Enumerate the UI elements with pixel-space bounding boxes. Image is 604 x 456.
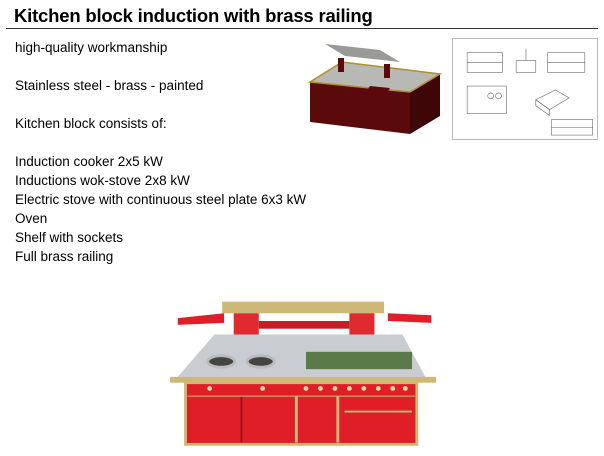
list-item: Induction cooker 2x5 kW (15, 154, 163, 169)
feature-line: high-quality workmanship (15, 40, 168, 55)
technical-drawing-image (452, 38, 598, 140)
consists-heading: Kitchen block consists of: (15, 116, 167, 131)
title-divider (6, 28, 598, 29)
material-line: Stainless steel - brass - painted (15, 78, 204, 93)
list-item: Inductions wok-stove 2x8 kW (15, 173, 190, 188)
3d-render-image (307, 44, 443, 134)
list-item: Electric stove with continuous steel pla… (15, 192, 307, 207)
list-item: Oven (15, 211, 48, 226)
list-item: Full brass railing (15, 249, 114, 264)
kitchen-block-photo (170, 301, 437, 446)
list-item: Shelf with sockets (15, 230, 124, 245)
page-title: Kitchen block induction with brass raili… (14, 5, 373, 26)
description: high-quality workmanship Stainless steel… (15, 38, 306, 266)
